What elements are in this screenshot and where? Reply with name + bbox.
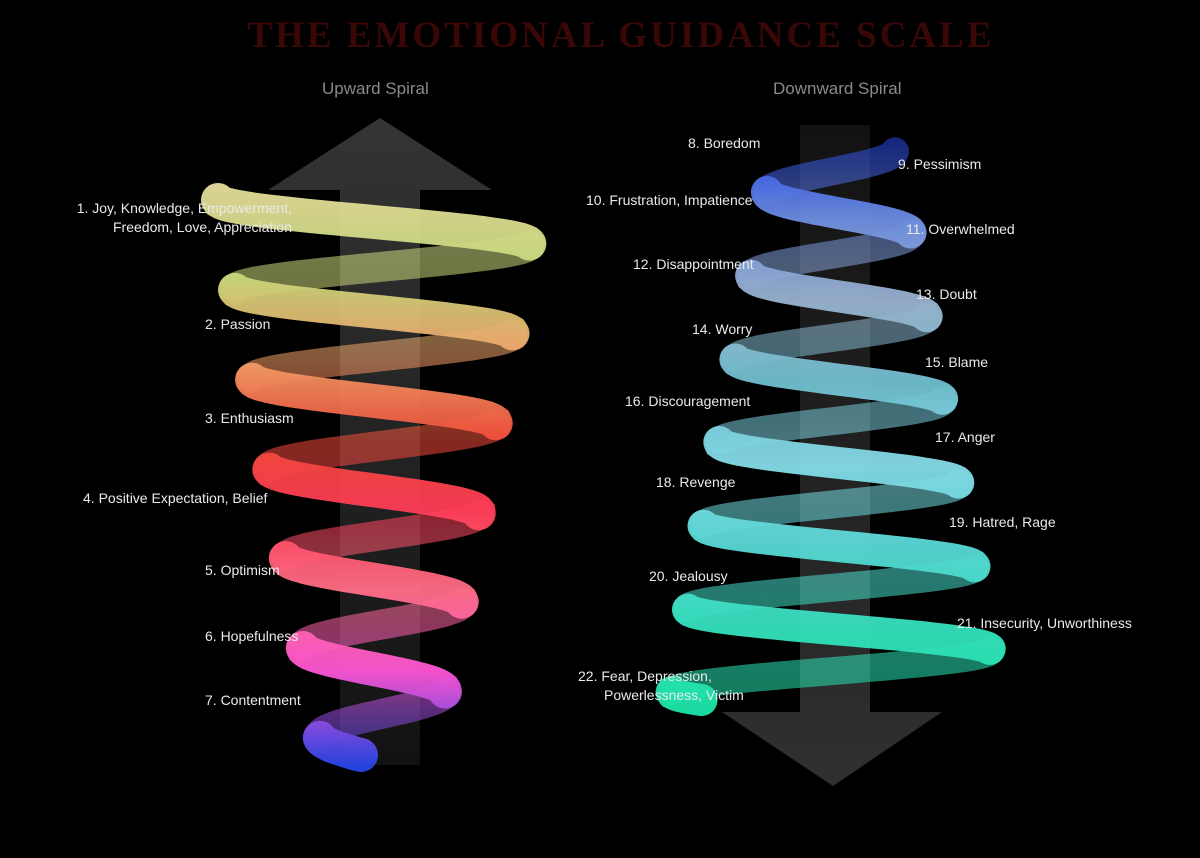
upward-spiral-ribbon [201, 183, 547, 772]
upward-spiral-heading: Upward Spiral [322, 79, 429, 98]
emotion-label-22: 22. Fear, Depression, Powerlessness, Vic… [578, 667, 744, 705]
emotion-label-6: 6. Hopefulness [205, 628, 299, 644]
emotion-label-15: 15. Blame [925, 354, 989, 370]
emotion-label-14: 14. Worry [692, 321, 753, 337]
emotion-label-18: 18. Revenge [656, 474, 736, 490]
emotion-label-11: 11. Overwhelmed [906, 221, 1015, 237]
emotion-label-2: 2. Passion [205, 316, 271, 332]
emotion-label-1-line1: 1. Joy, Knowledge, Empowerment, [76, 200, 292, 216]
emotion-label-22-line2: Powerlessness, Victim [604, 687, 744, 703]
emotion-label-8: 8. Boredom [688, 135, 761, 151]
emotion-label-20: 20. Jealousy [649, 568, 728, 584]
emotion-label-22-line1: 22. Fear, Depression, [578, 668, 712, 684]
emotion-label-5: 5. Optimism [205, 562, 280, 578]
emotion-label-21: 21. Insecurity, Unworthiness [957, 615, 1132, 631]
emotion-label-13: 13. Doubt [916, 286, 977, 302]
page-title: THE EMOTIONAL GUIDANCE SCALE [247, 15, 995, 56]
downward-spiral-ribbon [655, 137, 1006, 716]
emotion-label-3: 3. Enthusiasm [205, 410, 294, 426]
emotion-label-1: 1. Joy, Knowledge, Empowerment, Freedom,… [77, 199, 292, 237]
emotion-label-12: 12. Disappointment [633, 256, 754, 272]
emotion-label-4: 4. Positive Expectation, Belief [83, 490, 268, 506]
emotion-label-10: 10. Frustration, Impatience [586, 192, 753, 208]
emotion-label-19: 19. Hatred, Rage [949, 514, 1056, 530]
emotion-label-1-line2: Freedom, Love, Appreciation [113, 219, 292, 235]
emotion-label-17: 17. Anger [935, 429, 995, 445]
emotion-label-7: 7. Contentment [205, 692, 301, 708]
emotion-label-9: 9. Pessimism [898, 156, 982, 172]
emotion-label-16: 16. Discouragement [625, 393, 751, 409]
downward-spiral-heading: Downward Spiral [773, 79, 902, 98]
